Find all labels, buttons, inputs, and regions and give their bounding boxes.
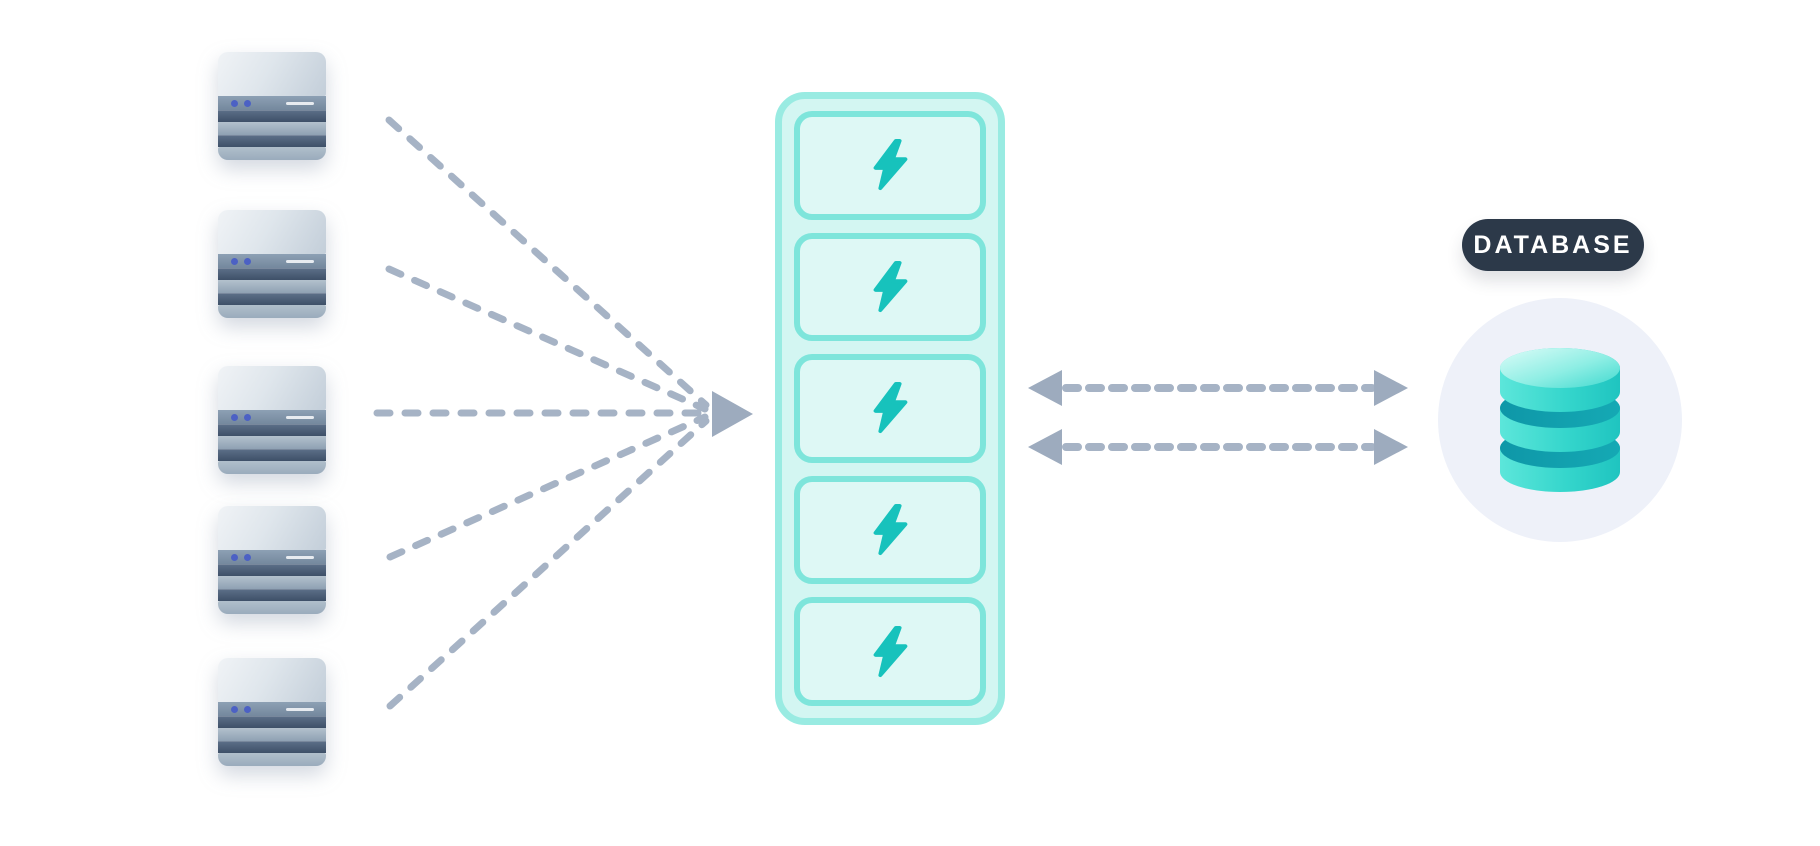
server-vent-slot [286, 555, 314, 559]
server-icon [218, 506, 326, 614]
lightning-bolt-icon [873, 260, 908, 312]
server-icon [218, 658, 326, 766]
server-led-light [244, 553, 251, 561]
server-rack-row [218, 436, 326, 449]
server-rack-row [218, 147, 326, 160]
server-led-light [244, 413, 251, 421]
server-rack-row [218, 293, 326, 305]
fan-in-connectors [373, 116, 710, 710]
server-top-panel [218, 366, 326, 410]
server-led-light [231, 413, 238, 421]
server-icon [218, 366, 326, 474]
connector-line [386, 417, 710, 710]
server-rack-row [218, 449, 326, 461]
server-led-row [218, 702, 326, 716]
right-arrowhead-icon [1374, 370, 1408, 406]
server-rack-row [218, 728, 326, 741]
connector-line [385, 265, 709, 413]
database-cylinder-icon [1500, 348, 1620, 492]
lightning-bolt-icon [873, 625, 908, 677]
duplex-dashed-lines [1062, 384, 1376, 451]
server-top-panel [218, 52, 326, 96]
server-icon [218, 210, 326, 318]
server-led-light [244, 705, 251, 713]
connection-pool [775, 92, 1005, 725]
left-arrowhead-icon [1028, 370, 1062, 406]
connector-line [386, 413, 709, 561]
server-top-panel [218, 658, 326, 702]
server-top-panel [218, 506, 326, 550]
server-rack-row [218, 564, 326, 576]
pool-slot [794, 111, 986, 220]
server-rack-row [218, 461, 326, 474]
server-vent-slot [286, 101, 314, 105]
database-label-badge: DATABASE [1462, 219, 1644, 271]
server-led-light [244, 257, 251, 265]
left-arrowhead-icon [1028, 429, 1062, 465]
pool-slot [794, 354, 986, 463]
pool-slot [794, 475, 986, 585]
server-rack-row [218, 280, 326, 293]
server-led-row [218, 410, 326, 424]
server-rack-row [218, 135, 326, 147]
server-rack-row [218, 716, 326, 728]
server-icon [218, 52, 326, 160]
server-rack-row [218, 122, 326, 135]
duplex-arrowheads [1028, 370, 1408, 465]
server-vent-slot [286, 707, 314, 711]
server-top-panel [218, 210, 326, 254]
pool-slot [794, 232, 986, 342]
server-vent-slot [286, 259, 314, 263]
server-rack-row [218, 305, 326, 318]
server-rack-row [218, 268, 326, 280]
server-vent-slot [286, 415, 314, 419]
server-led-light [231, 99, 238, 107]
pool-slot [794, 597, 986, 706]
lightning-bolt-icon [873, 504, 908, 556]
server-led-light [231, 257, 238, 265]
lightning-bolt-icon [873, 139, 908, 191]
server-led-light [231, 553, 238, 561]
server-led-row [218, 550, 326, 564]
connector-line [385, 116, 710, 409]
server-rack-row [218, 741, 326, 753]
server-rack-row [218, 589, 326, 601]
server-led-light [231, 705, 238, 713]
fan-in-arrowhead-icon [712, 391, 753, 437]
server-led-row [218, 96, 326, 110]
server-rack-row [218, 601, 326, 614]
server-led-row [218, 254, 326, 268]
server-rack-row [218, 753, 326, 766]
right-arrowhead-icon [1374, 429, 1408, 465]
server-led-light [244, 99, 251, 107]
lightning-bolt-icon [873, 382, 908, 434]
server-rack-row [218, 576, 326, 589]
server-rack-row [218, 424, 326, 436]
server-rack-row [218, 110, 326, 122]
